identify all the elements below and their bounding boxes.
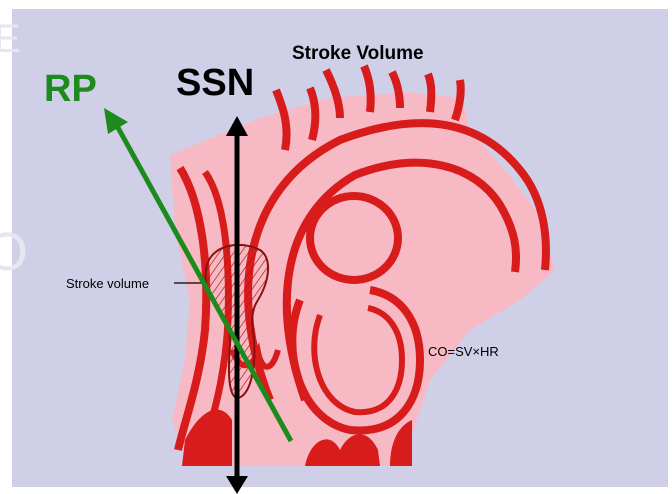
diagram-title: Stroke Volume xyxy=(292,43,424,65)
pulmonary-circle xyxy=(310,196,398,280)
ssn-label: SSN xyxy=(176,62,254,105)
rp-arrowhead xyxy=(104,108,128,134)
faint-glyph-mid: O xyxy=(0,222,28,282)
ssn-arrowhead-bottom xyxy=(226,476,248,494)
cardiac-output-formula: CO=SV×HR xyxy=(428,344,499,359)
stroke-volume-label: Stroke volume xyxy=(66,276,149,291)
faint-glyph-top: E xyxy=(0,17,21,61)
rp-label: RP xyxy=(44,68,97,111)
